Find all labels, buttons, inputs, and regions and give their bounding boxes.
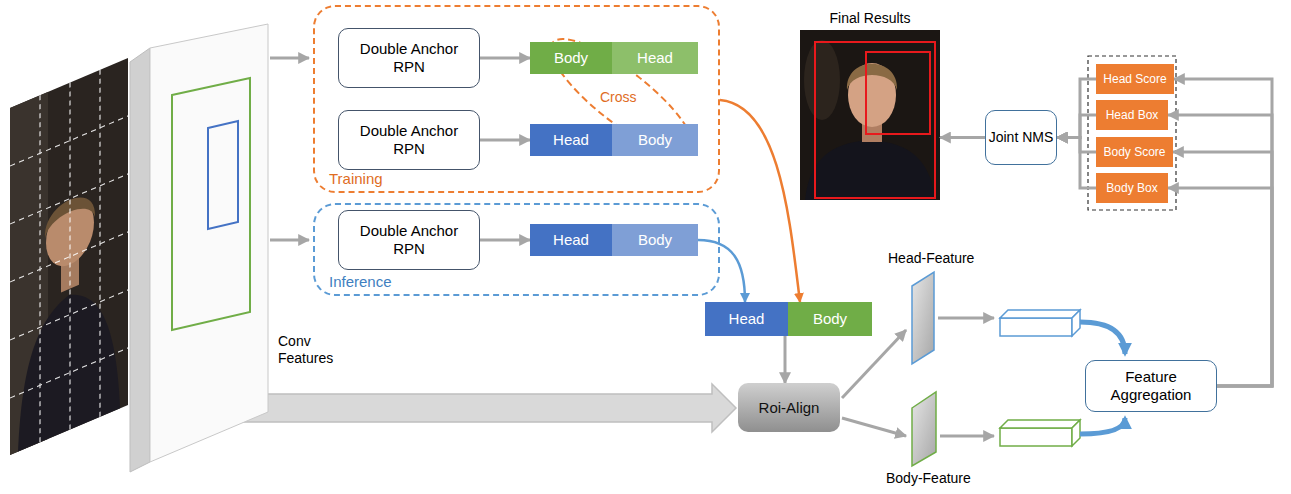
- connector: [1168, 115, 1272, 386]
- node-text: Inference: [329, 273, 392, 291]
- conv-feature-map: [150, 24, 268, 462]
- connector: [1174, 79, 1272, 386]
- aggregation-arrow: [1080, 322, 1125, 354]
- connector: [940, 136, 985, 139]
- flow-arrow: [842, 418, 906, 436]
- node-text: Body: [554, 49, 588, 67]
- node-text: Head: [729, 310, 765, 328]
- feature-label: Head-Feature: [888, 250, 974, 267]
- head-region: [208, 121, 238, 229]
- node-text: Joint NMS: [989, 129, 1054, 146]
- aggregation-arrow: [1080, 418, 1125, 434]
- rpn-box: Double Anchor RPN: [338, 28, 480, 88]
- node-text: Body Box: [1106, 181, 1157, 195]
- node-text: Training: [329, 170, 383, 188]
- connector: [1057, 79, 1096, 138]
- proposal-segment: Body: [612, 124, 698, 156]
- connector: [698, 240, 745, 302]
- result-image: Final Results: [800, 30, 940, 200]
- inference-group: Inference Double Anchor RPN Head Body: [313, 203, 720, 296]
- training-group: TrainingDouble Anchor RPNBodyHeadDouble …: [313, 5, 720, 193]
- flow-arrow: [938, 317, 994, 320]
- proposal-segment: Head: [530, 124, 612, 156]
- result-photo: [800, 30, 940, 200]
- proposal-segment: Body: [788, 302, 872, 336]
- cross-label: Cross: [598, 89, 639, 106]
- node-text: Head: [553, 231, 589, 249]
- rpn-box: Double Anchor RPN: [338, 210, 480, 270]
- input-image: [10, 58, 128, 455]
- node-text: Head Score: [1103, 72, 1166, 86]
- flow-arrow: [270, 57, 309, 60]
- connector: [1057, 138, 1096, 153]
- body-region: [172, 78, 250, 330]
- proposal-segment: Head: [530, 224, 612, 256]
- slab-side: [130, 48, 150, 472]
- roi-align-box: Roi-Align: [738, 383, 840, 432]
- node-text: Head: [637, 49, 673, 67]
- connector: [480, 239, 530, 242]
- node-text: Body: [638, 131, 672, 149]
- head-feature-map: [912, 272, 934, 364]
- connector: [1168, 188, 1272, 386]
- aggregation-box: Feature Aggregation: [1085, 360, 1217, 412]
- node-text: Double Anchor RPN: [353, 222, 465, 258]
- output-box: Body Box: [1096, 173, 1168, 203]
- connector: [784, 336, 787, 383]
- output-box: Body Score: [1096, 137, 1173, 167]
- flow-arrow: [940, 435, 994, 438]
- connector: [1057, 138, 1096, 189]
- body-feature-map: [912, 392, 936, 466]
- node-text: Final Results: [800, 10, 940, 27]
- node-text: Feature Aggregation: [1086, 368, 1216, 404]
- node-text: Head Box: [1106, 108, 1159, 122]
- flow-arrow: [270, 239, 309, 242]
- proposal-segment: Body: [530, 42, 612, 74]
- feature-label: Conv Features: [278, 333, 344, 367]
- rpn-box: Double Anchor RPN: [338, 110, 480, 170]
- proposal-segment: Head: [612, 42, 698, 74]
- head-vector: [1000, 310, 1080, 336]
- node-text: Body: [813, 310, 847, 328]
- node-text: Body: [638, 231, 672, 249]
- output-group: [1088, 56, 1176, 210]
- node-text: Double Anchor RPN: [353, 40, 465, 76]
- node-text: Roi-Align: [759, 399, 820, 417]
- feature-flow-arrow: [200, 380, 736, 432]
- connector: [720, 100, 800, 302]
- node-text: Body Score: [1103, 145, 1165, 159]
- proposal-segment: Body: [612, 224, 698, 256]
- body-vector: [1000, 420, 1080, 446]
- connector: [480, 139, 530, 142]
- feature-label: Body-Feature: [886, 470, 971, 487]
- nms-box: Joint NMS: [985, 110, 1057, 165]
- output-box: Head Score: [1096, 64, 1174, 94]
- output-box: Head Box: [1096, 100, 1168, 130]
- proposal-segment: Head: [705, 302, 788, 336]
- connector: [480, 57, 530, 60]
- node-text: Double Anchor RPN: [353, 122, 465, 158]
- connector: [1057, 115, 1096, 138]
- flow-arrow: [842, 330, 906, 398]
- node-text: Head: [553, 131, 589, 149]
